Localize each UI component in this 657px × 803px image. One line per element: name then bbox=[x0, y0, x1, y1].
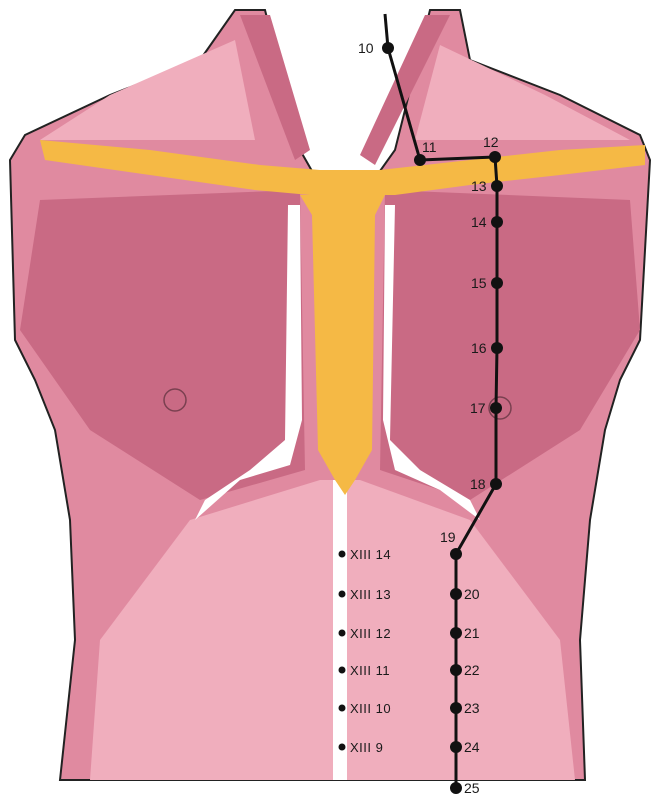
reference-point-dot bbox=[339, 551, 346, 558]
meridian-point-label: 16 bbox=[471, 340, 487, 356]
meridian-point-19 bbox=[450, 548, 462, 560]
meridian-point-17 bbox=[490, 402, 502, 414]
meridian-point-label: 15 bbox=[471, 275, 487, 291]
reference-point-label: XIII 14 bbox=[350, 547, 391, 562]
reference-point-label: XIII 11 bbox=[350, 663, 390, 678]
meridian-point-label: 14 bbox=[471, 214, 487, 230]
linea-alba bbox=[333, 480, 347, 780]
meridian-point-13 bbox=[491, 180, 503, 192]
trapezius-left bbox=[40, 40, 255, 140]
meridian-point-label: 10 bbox=[358, 40, 374, 56]
reference-point-dot bbox=[339, 744, 346, 751]
meridian-point-label: 20 bbox=[464, 586, 480, 602]
meridian-point-label: 21 bbox=[464, 625, 480, 641]
meridian-point-label: 19 bbox=[440, 529, 456, 545]
meridian-point-20 bbox=[450, 588, 462, 600]
meridian-point-label: 11 bbox=[422, 139, 437, 155]
reference-point-label: XIII 13 bbox=[350, 587, 391, 602]
meridian-point-11 bbox=[414, 154, 426, 166]
meridian-point-15 bbox=[491, 277, 503, 289]
meridian-point-23 bbox=[450, 702, 462, 714]
meridian-point-label: 23 bbox=[464, 700, 480, 716]
reference-point-label: XIII 9 bbox=[350, 740, 383, 755]
meridian-point-18 bbox=[490, 478, 502, 490]
reference-point-dot bbox=[339, 705, 346, 712]
nipple-left bbox=[164, 389, 186, 411]
meridian-point-label: 18 bbox=[470, 476, 486, 492]
reference-point-label: XIII 10 bbox=[350, 701, 391, 716]
meridian-point-label: 13 bbox=[471, 178, 487, 194]
meridian-point-21 bbox=[450, 627, 462, 639]
meridian-point-label: 25 bbox=[464, 780, 480, 796]
meridian-point-label: 12 bbox=[483, 134, 499, 150]
meridian-point-16 bbox=[491, 342, 503, 354]
meridian-point-10 bbox=[382, 42, 394, 54]
meridian-point-25 bbox=[450, 782, 462, 794]
meridian-point-24 bbox=[450, 741, 462, 753]
trapezius-right bbox=[415, 45, 630, 140]
meridian-point-label: 22 bbox=[464, 662, 480, 678]
meridian-point-12 bbox=[489, 151, 501, 163]
reference-point-dot bbox=[339, 591, 346, 598]
reference-point-dot bbox=[339, 667, 346, 674]
meridian-point-22 bbox=[450, 664, 462, 676]
meridian-point-label: 17 bbox=[470, 400, 486, 416]
reference-point-label: XIII 12 bbox=[350, 626, 391, 641]
meridian-point-14 bbox=[491, 216, 503, 228]
reference-point-dot bbox=[339, 630, 346, 637]
meridian-point-label: 24 bbox=[464, 739, 480, 755]
